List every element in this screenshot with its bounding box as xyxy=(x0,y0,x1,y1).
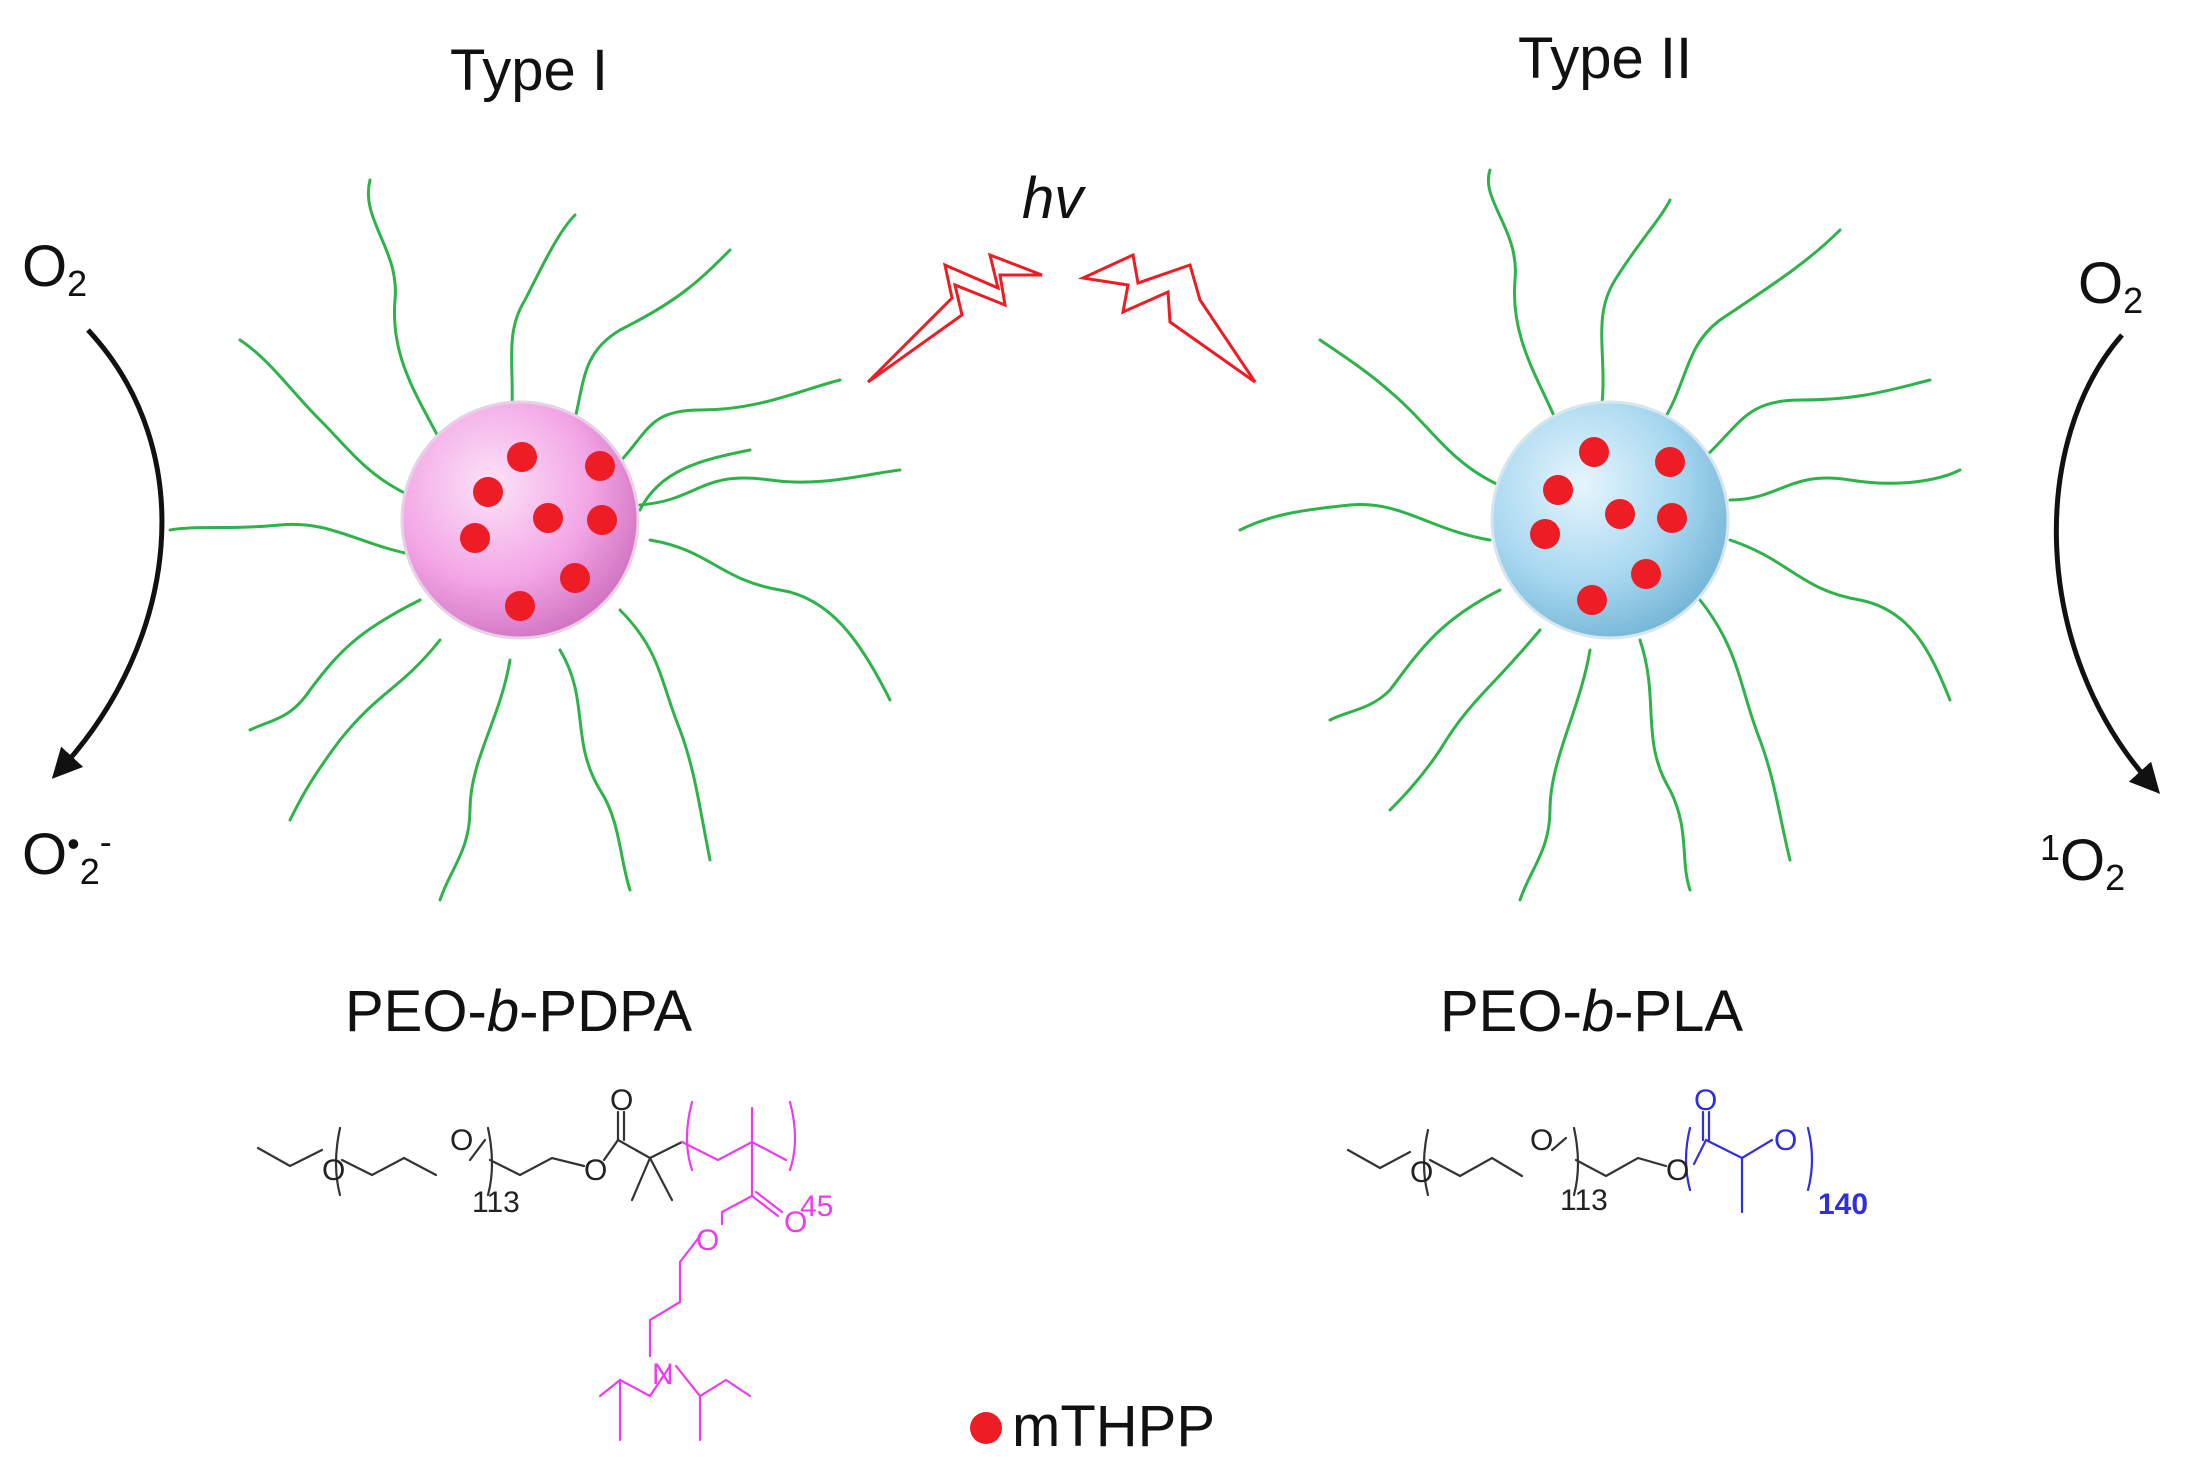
pla-o1: O xyxy=(1410,1156,1433,1189)
structure-pla xyxy=(1346,1110,1814,1214)
pdpa-o2: O xyxy=(450,1124,473,1157)
pla-o3: O xyxy=(1666,1154,1689,1187)
pdpa-n-block: 45 xyxy=(800,1190,833,1223)
pla-n-block: 140 xyxy=(1818,1188,1868,1221)
title-type-1: Type I xyxy=(450,38,608,103)
pdpa-n-peo: 113 xyxy=(472,1186,520,1219)
left-product-superoxide: O•2- xyxy=(22,821,112,893)
polymer-left-name: PEO-b-PDPA xyxy=(345,979,693,1044)
pdpa-o-carbonyl: O xyxy=(610,1084,633,1117)
right-product-singlet-oxygen: 1O2 xyxy=(2040,827,2126,899)
lightning-right-icon xyxy=(1077,252,1257,384)
right-micelle-chains xyxy=(1238,168,1962,902)
light-label: hv xyxy=(1022,166,1084,231)
left-reactant-o2: O2 xyxy=(22,234,88,305)
structure-pdpa-labels: O O O O 113 45 O O N xyxy=(322,1084,833,1391)
lightning-left-icon xyxy=(866,252,1043,384)
legend-dot xyxy=(970,1412,1002,1444)
right-reaction-arrow xyxy=(2053,333,2161,794)
polymer-right-name: PEO-b-PLA xyxy=(1440,979,1744,1044)
structure-pdpa xyxy=(256,1100,797,1442)
title-type-2: Type II xyxy=(1518,26,1693,91)
pla-o-carbonyl: O xyxy=(1694,1084,1717,1117)
right-reactant-o2: O2 xyxy=(2078,251,2144,322)
left-reaction-arrow xyxy=(51,328,165,779)
pdpa-o-ester-a: O xyxy=(696,1224,719,1257)
pla-n-peo: 113 xyxy=(1560,1184,1608,1217)
pdpa-o1: O xyxy=(322,1154,345,1187)
legend-label: mTHPP xyxy=(1012,1394,1215,1459)
pdpa-o-ester-b: O xyxy=(784,1206,807,1239)
pla-o-ester: O xyxy=(1774,1124,1797,1157)
left-micelle-chains xyxy=(168,178,902,902)
right-mthpp-dots xyxy=(1530,437,1687,615)
left-mthpp-dots xyxy=(460,442,617,621)
pdpa-o3: O xyxy=(584,1154,607,1187)
pdpa-n-atom: N xyxy=(652,1358,674,1391)
pla-o2: O xyxy=(1530,1124,1553,1157)
structure-pla-labels: O O O 113 O O 140 xyxy=(1410,1084,1868,1221)
